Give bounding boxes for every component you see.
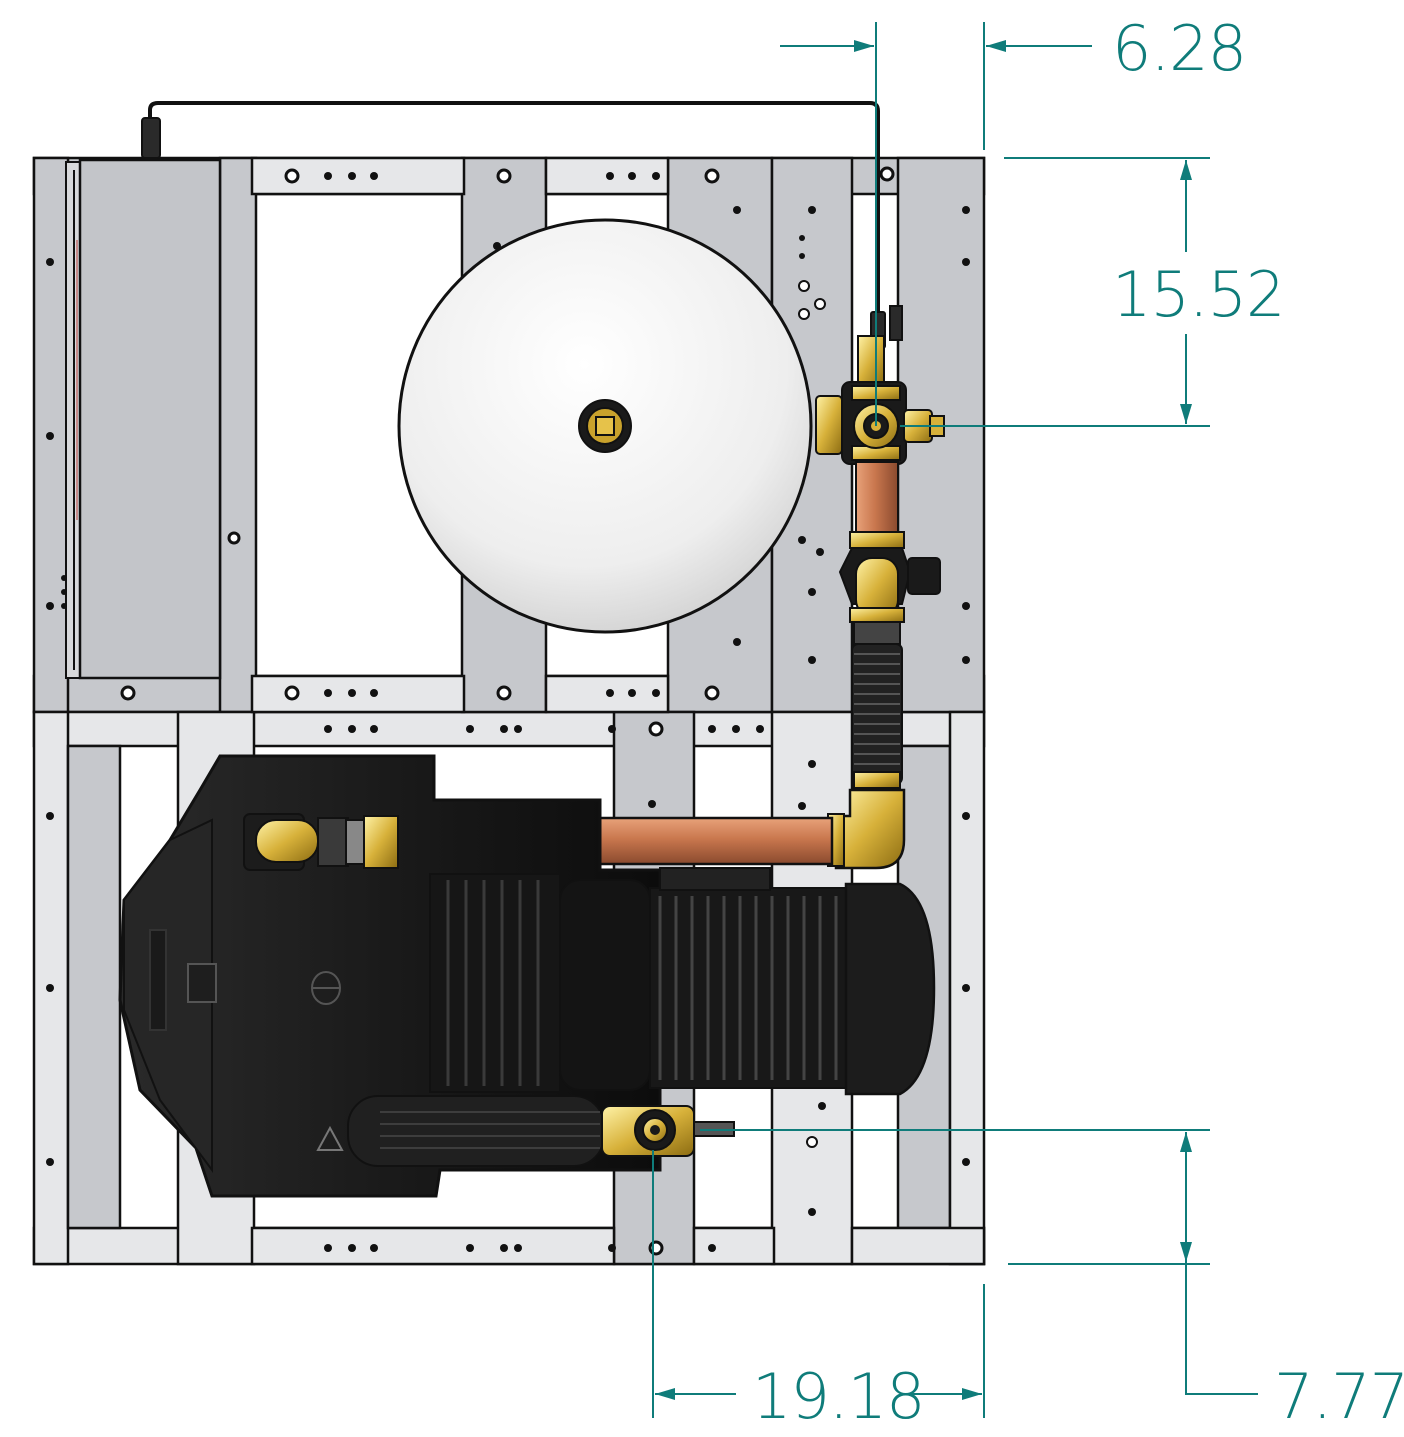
dimension-label-bottom: 19.18 — [752, 1360, 925, 1433]
frame-post-a — [218, 156, 258, 714]
frame-post-e — [66, 744, 122, 1230]
pump-logo — [311, 971, 341, 1005]
frame-tab — [850, 1226, 986, 1266]
frame-holes — [46, 166, 970, 1256]
control-panel — [61, 158, 222, 680]
frame-tab — [692, 1226, 776, 1266]
flex-hose — [851, 643, 903, 789]
pressure-tank — [397, 218, 813, 634]
pump-nameplate — [187, 963, 217, 1003]
pump-motor — [118, 754, 936, 1198]
frame-tab — [250, 156, 466, 196]
dimension-label-top: 6.28 — [1112, 12, 1246, 85]
bottom-outlet-fitting — [601, 1105, 735, 1157]
dimension-lines — [652, 22, 1258, 1418]
dimension-label-right-upper: 15.52 — [1112, 258, 1285, 331]
dimension-label-right-lower: 7.77 — [1274, 1360, 1404, 1433]
frame-tab — [250, 1226, 616, 1266]
warning-triangle-icon — [316, 1125, 344, 1151]
frame-tab — [250, 674, 466, 714]
vertical-copper-pipe — [838, 461, 941, 645]
